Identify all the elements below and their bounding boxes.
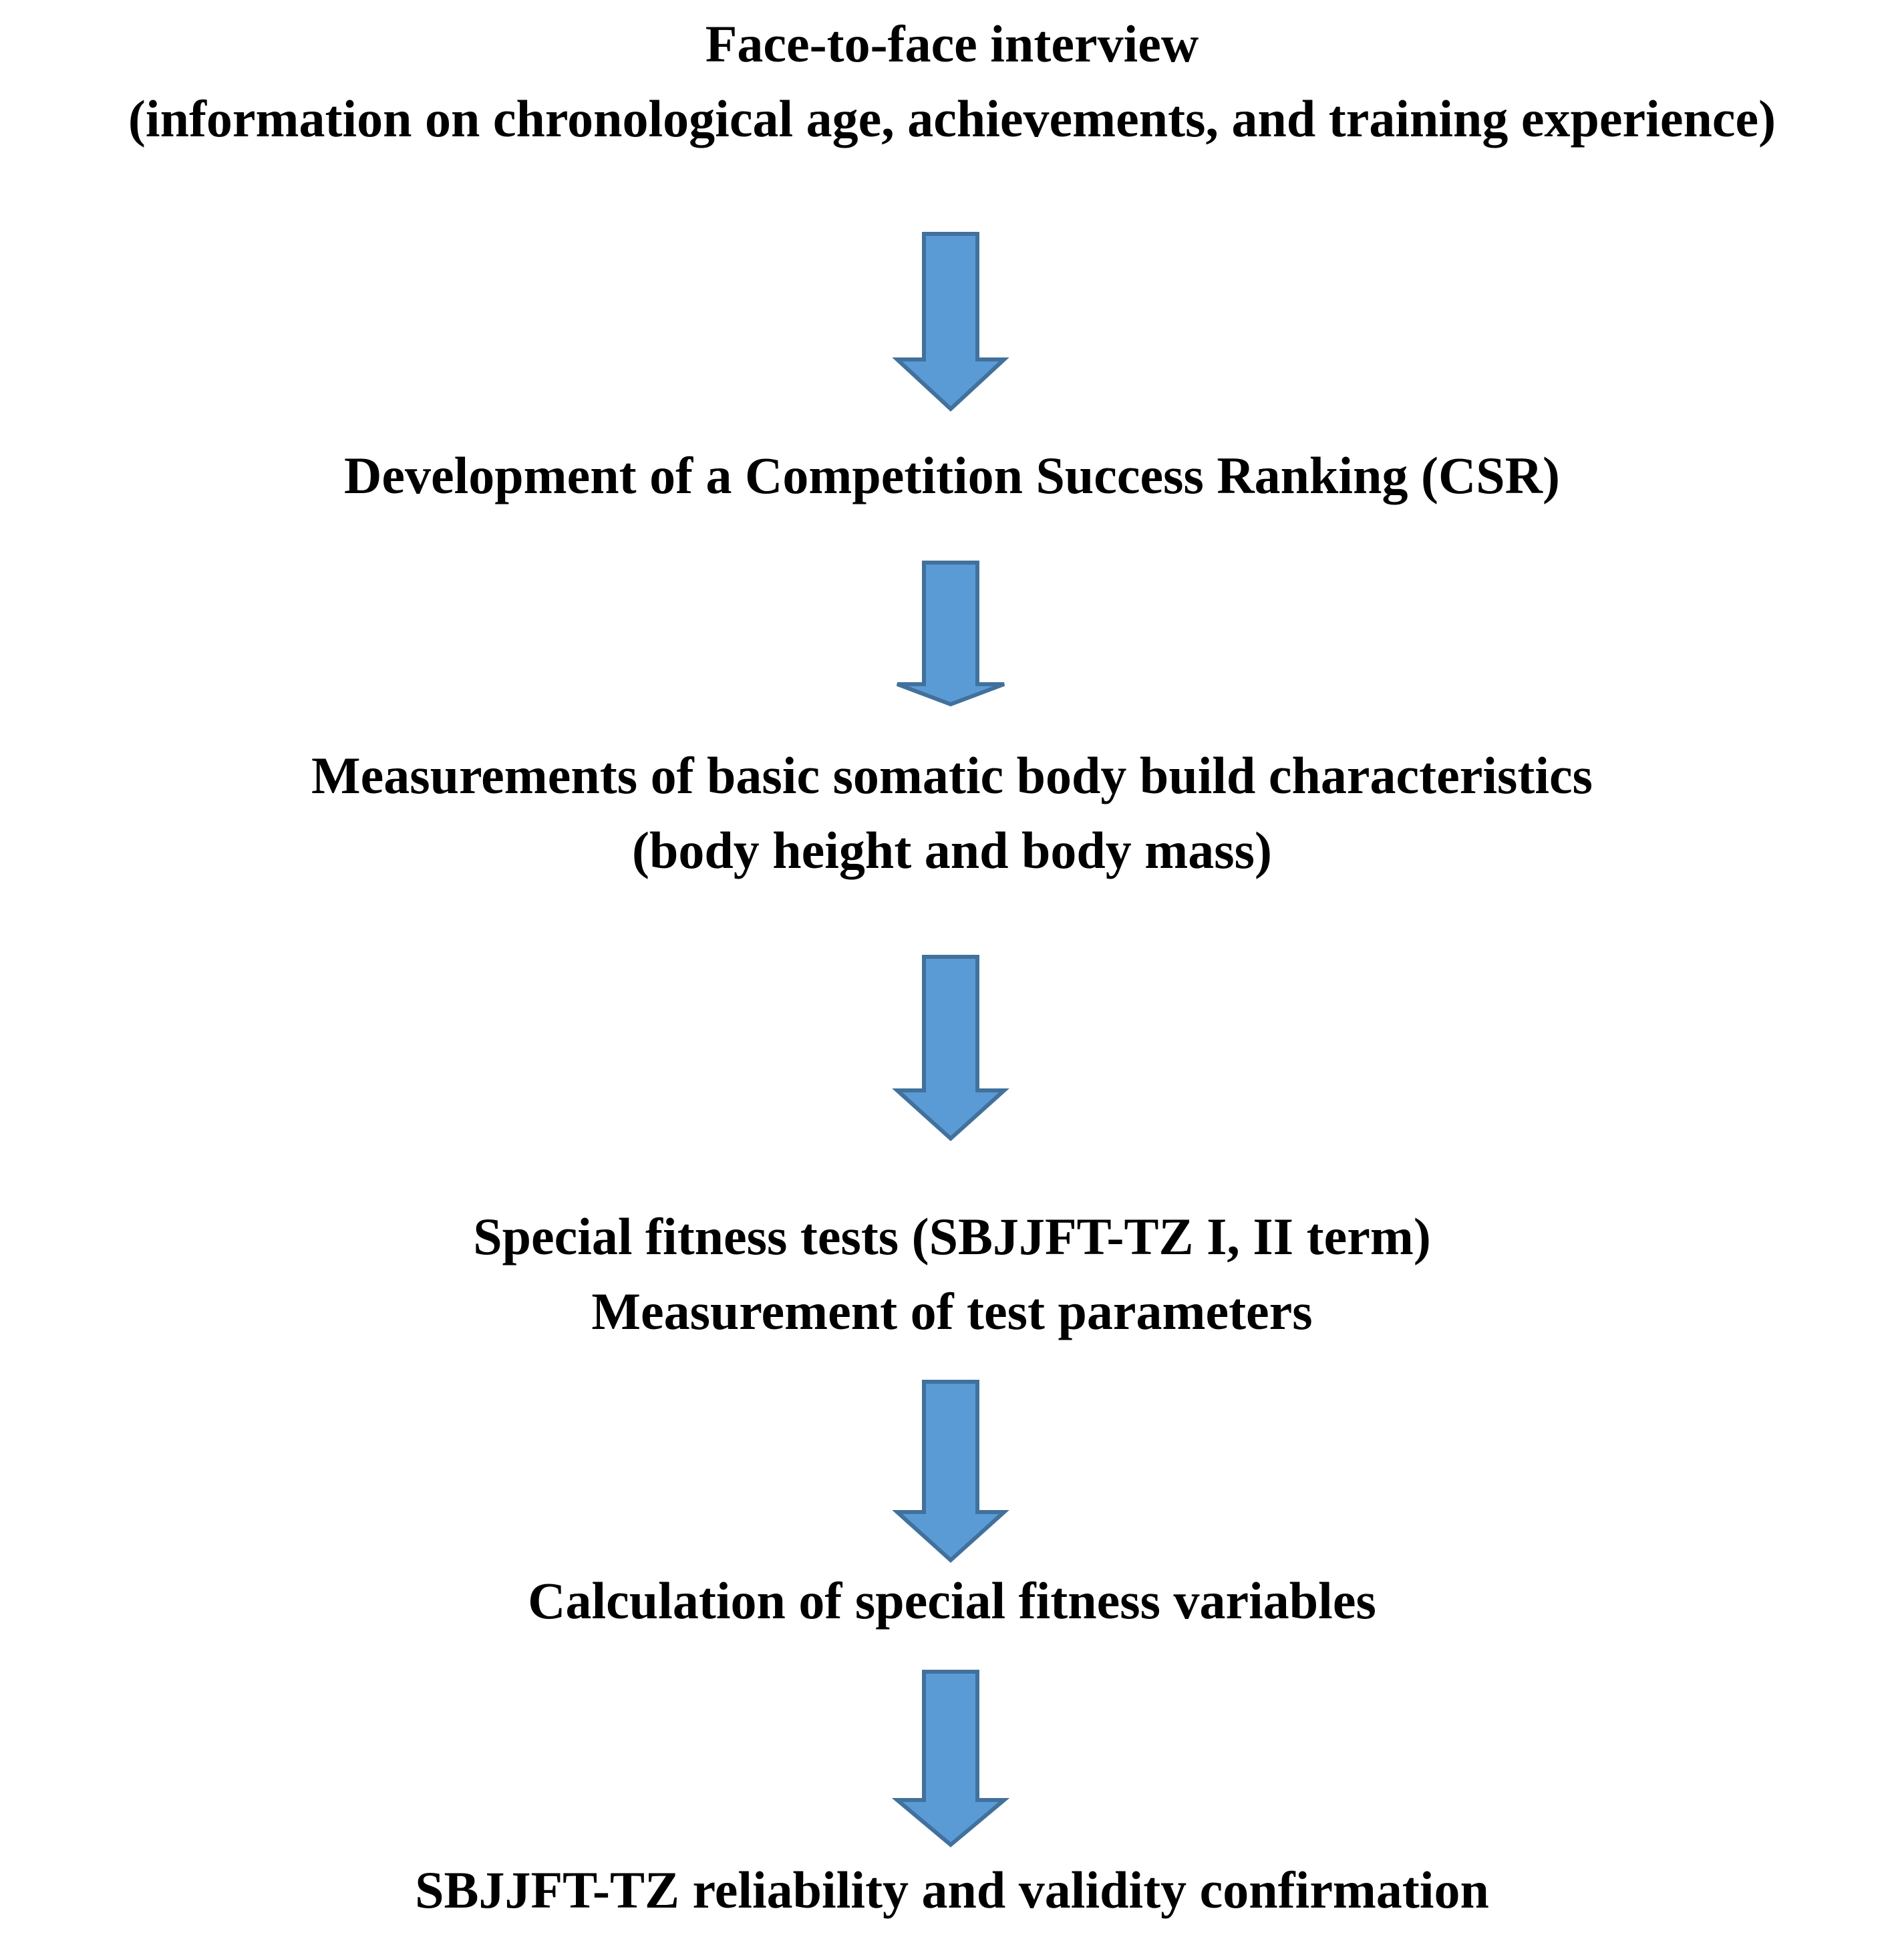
step-face-to-face-interview: Face-to-face interview (information on c… xyxy=(0,7,1904,156)
step-title: Calculation of special fitness variables xyxy=(528,1572,1376,1630)
step-title: Measurements of basic somatic body build… xyxy=(311,746,1593,804)
step-competition-success-ranking: Development of a Competition Success Ran… xyxy=(0,438,1904,513)
step-reliability-validity: SBJJFT-TZ reliability and validity confi… xyxy=(0,1853,1904,1928)
down-arrow-icon xyxy=(891,955,1011,1142)
step-subtitle: Measurement of test parameters xyxy=(591,1282,1313,1340)
step-title: Special fitness tests (SBJJFT-TZ I, II t… xyxy=(473,1207,1431,1265)
step-subtitle: (body height and body mass) xyxy=(632,821,1272,879)
down-arrow-icon xyxy=(891,232,1011,412)
down-arrow-icon xyxy=(891,1670,1011,1847)
step-title: SBJJFT-TZ reliability and validity confi… xyxy=(415,1861,1489,1919)
down-arrow-icon xyxy=(891,1380,1011,1563)
down-arrow-icon xyxy=(891,561,1011,707)
step-title: Face-to-face interview xyxy=(705,15,1199,73)
step-title: Development of a Competition Success Ran… xyxy=(344,446,1560,504)
step-subtitle: (information on chronological age, achie… xyxy=(128,90,1776,148)
step-special-fitness-tests: Special fitness tests (SBJJFT-TZ I, II t… xyxy=(0,1199,1904,1349)
step-somatic-measurements: Measurements of basic somatic body build… xyxy=(0,738,1904,888)
step-calculation-of-variables: Calculation of special fitness variables xyxy=(0,1563,1904,1638)
